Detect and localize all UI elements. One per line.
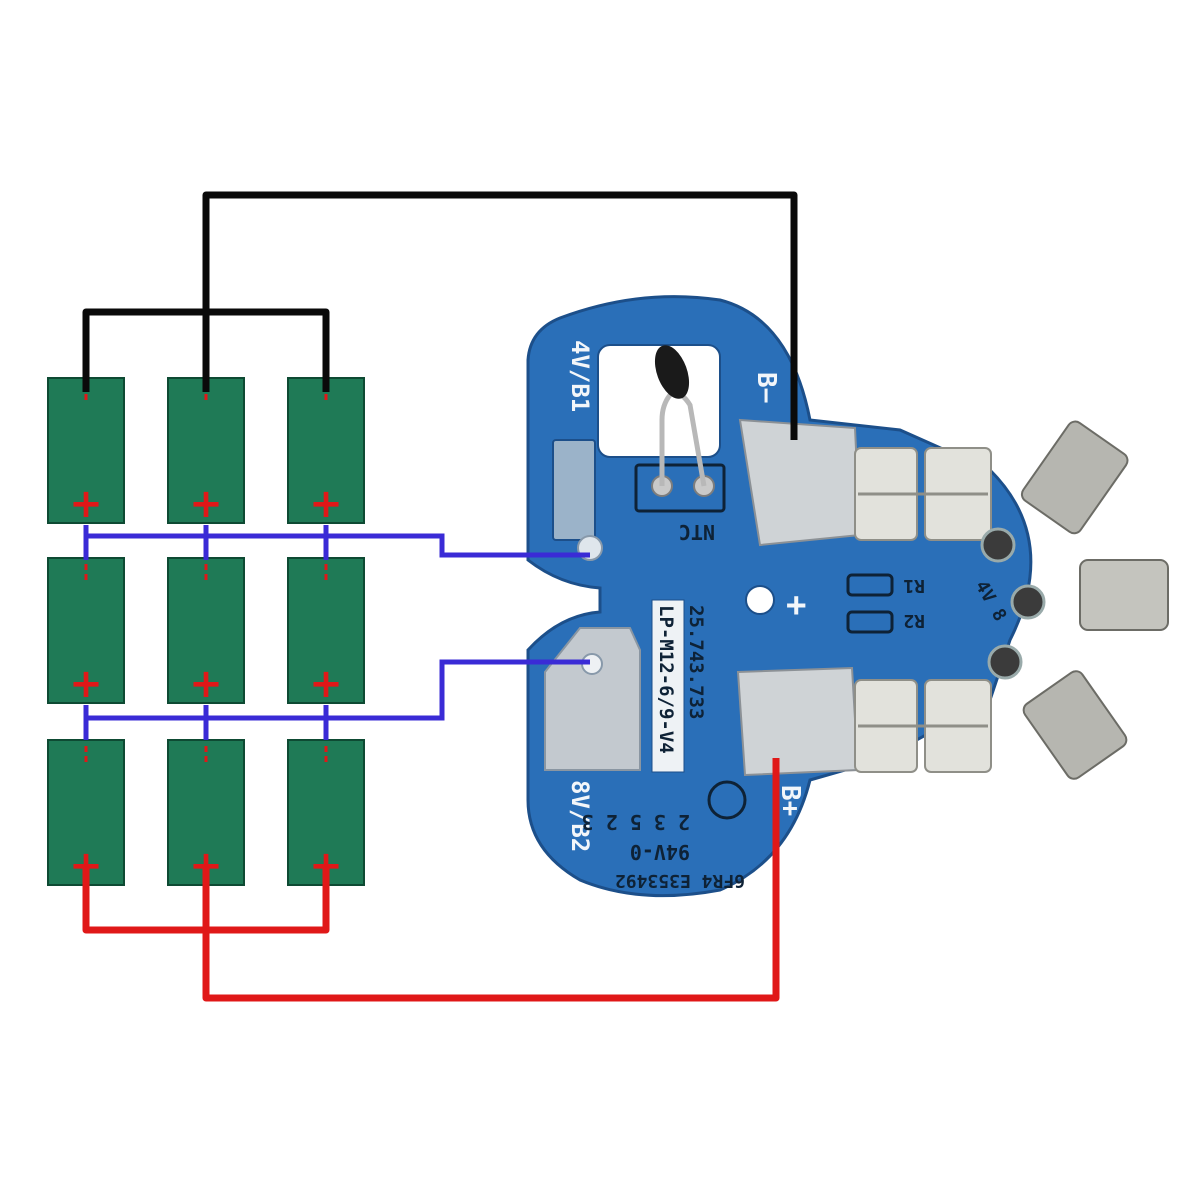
ntc-thermistor-bead: [654, 345, 690, 399]
r2-resistor: [846, 610, 894, 634]
battery-cell: +: [167, 739, 245, 889]
balance-wire-b2: [86, 659, 590, 721]
label-ntc: NTC: [679, 520, 715, 544]
cell-body: [47, 739, 125, 886]
label-b-plus: B+: [775, 785, 805, 816]
ntc-pad-frame: [634, 463, 726, 513]
cell-positive-marker: +: [309, 481, 343, 527]
battery-cell: +: [287, 557, 365, 707]
bms-pcb-board: B− B+ 4V/B1 8V/B2 NTC + R1 R2 4V 8 LP-M1…: [526, 295, 1169, 898]
connector-pad-3: [987, 644, 1023, 680]
cell-body: [167, 739, 245, 886]
metal-tab-middle: [1079, 559, 1169, 631]
connector-pad-1: [980, 527, 1016, 563]
positive-main-wire: [202, 758, 780, 1002]
cell-body: [47, 557, 125, 704]
ntc-leg-left: [659, 393, 673, 486]
connector-pad-2: [1010, 584, 1046, 620]
metal-tab-top: [1020, 420, 1129, 535]
mounting-hole: [745, 585, 775, 615]
ul-certification-icon: [707, 780, 747, 820]
cell-positive-marker: +: [69, 481, 103, 527]
battery-cells: + + + + + + + + +: [47, 377, 365, 889]
label-rating: 94V-0: [630, 840, 690, 864]
label-codes: 2 3 5 2 3: [582, 810, 690, 834]
b-minus-terminal-solder: [738, 418, 862, 547]
b1-pad: [552, 439, 596, 541]
label-b-minus: B−: [751, 372, 781, 403]
battery-cell: +: [47, 557, 125, 707]
battery-cell: +: [287, 377, 365, 527]
cell-body: [167, 377, 245, 524]
balance-wire-b1: [86, 533, 590, 558]
label-model: LP-M12-6/9-V4: [655, 605, 677, 754]
label-r2: R2: [903, 610, 925, 631]
label-material: 6FR4 E353492: [615, 870, 745, 891]
cell-body: [167, 557, 245, 704]
battery-cell: +: [167, 377, 245, 527]
battery-cell: +: [167, 557, 245, 707]
battery-cell: +: [47, 739, 125, 889]
label-b1: 4V/B1: [566, 340, 594, 412]
cell-positive-marker: +: [69, 661, 103, 707]
cell-body: [287, 739, 365, 886]
cell-body: [287, 557, 365, 704]
battery-cell: +: [287, 739, 365, 889]
cell-body: [47, 377, 125, 524]
b-plus-terminal-solder: [736, 666, 860, 777]
cell-body: [287, 377, 365, 524]
cell-positive-marker: +: [309, 661, 343, 707]
model-label-sticker: [651, 599, 685, 773]
wires: [82, 191, 798, 1002]
r1-resistor: [846, 573, 894, 597]
label-plus-sign: +: [786, 585, 806, 625]
label-b2: 8V/B2: [566, 780, 594, 852]
negative-main-wire: [202, 191, 798, 440]
cell-positive-marker: +: [189, 661, 223, 707]
label-part-number: 25.743.733: [685, 605, 707, 719]
ntc-cutout: [597, 344, 721, 458]
metal-tab-bottom: [1022, 670, 1128, 780]
battery-cell: +: [47, 377, 125, 527]
cell-positive-marker: +: [189, 481, 223, 527]
label-r1: R1: [903, 575, 925, 596]
